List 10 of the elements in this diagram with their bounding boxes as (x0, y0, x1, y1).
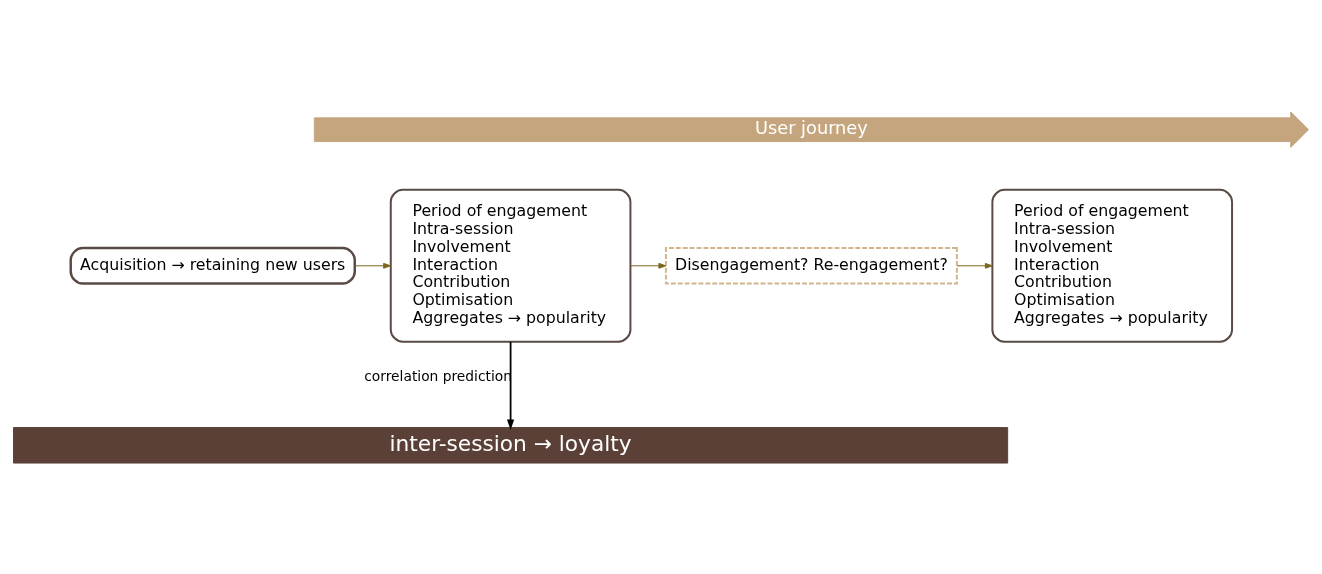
arrow (354, 262, 392, 269)
arrow (956, 262, 993, 269)
arrow (629, 262, 667, 269)
node-box: inter-session → loyalty (13, 426, 1009, 464)
node-box: Acquisition → retaining new users (69, 246, 356, 285)
node-box: Period of engagement Intra-session Involvement Interaction Contribution Optimisation Aggregates → popularity (991, 188, 1234, 343)
arrow (506, 340, 515, 430)
node-box: Disengagement? Re-engagement? (664, 246, 958, 285)
edge-label: correlation prediction (364, 367, 512, 384)
node-box: Period of engagement Intra-session Involvement Interaction Contribution Optimisation Aggregates → popularity (389, 188, 632, 343)
